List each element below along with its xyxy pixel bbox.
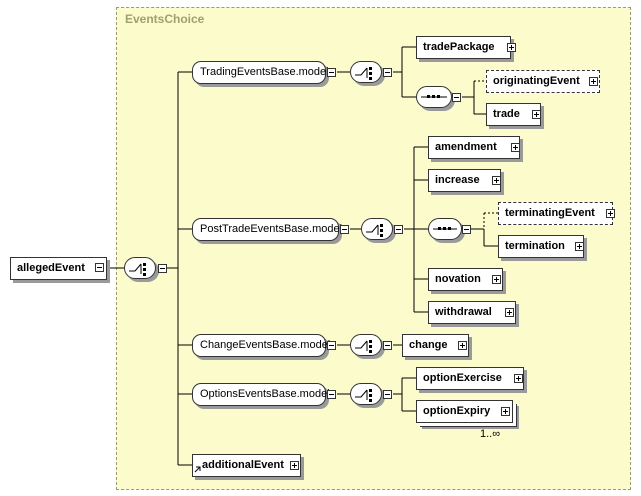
collapse-icon[interactable]	[158, 264, 167, 273]
terminating-event-element[interactable]: terminatingEvent	[498, 202, 613, 225]
alleged-event-label: allegedEvent	[17, 262, 85, 274]
element-label: trade	[493, 108, 520, 120]
element-label: change	[409, 339, 448, 351]
element-label: termination	[505, 240, 565, 252]
expand-icon[interactable]	[575, 242, 584, 251]
element-label: originatingEvent	[493, 75, 580, 87]
novation-element[interactable]: novation	[428, 268, 503, 291]
expand-icon[interactable]	[589, 77, 598, 86]
model-group-label: PostTradeEventsBase.model	[200, 223, 343, 235]
collapse-icon[interactable]	[383, 390, 392, 399]
collapse-icon[interactable]	[462, 225, 471, 234]
increase-element[interactable]: increase	[428, 169, 501, 192]
expand-icon[interactable]	[606, 209, 615, 218]
termination-element[interactable]: termination	[498, 235, 584, 258]
sequence-icon	[355, 389, 372, 402]
collapse-icon[interactable]	[383, 341, 392, 350]
collapse-icon[interactable]	[327, 68, 336, 77]
amendment-element[interactable]: amendment	[428, 136, 520, 159]
expand-icon[interactable]	[492, 176, 501, 185]
change-element[interactable]: change	[402, 334, 469, 357]
trade-package-element[interactable]: tradePackage	[416, 36, 511, 59]
option-expiry-element[interactable]: optionExpiry	[416, 400, 513, 423]
sequence-compositor[interactable]	[416, 86, 452, 108]
options-events-model-group[interactable]: OptionsEventsBase.model	[192, 383, 330, 406]
option-exercise-element[interactable]: optionExercise	[416, 367, 524, 390]
withdrawal-element[interactable]: withdrawal	[428, 301, 516, 324]
element-label: tradePackage	[423, 41, 495, 53]
originating-event-element[interactable]: originatingEvent	[486, 70, 600, 93]
group-label: EventsChoice	[125, 12, 205, 26]
sequence-compositor[interactable]	[428, 218, 462, 240]
sequence-icon	[366, 224, 383, 237]
collapse-icon[interactable]	[452, 93, 461, 102]
collapse-icon[interactable]	[394, 225, 403, 234]
sequence-compositor[interactable]	[350, 334, 382, 356]
element-label: withdrawal	[435, 306, 492, 318]
expand-icon[interactable]	[505, 308, 514, 317]
collapse-icon[interactable]	[340, 225, 349, 234]
trading-events-model-group[interactable]: TradingEventsBase.model	[192, 61, 329, 84]
element-label: additionalEvent	[202, 459, 284, 471]
reference-arrow-icon	[194, 466, 201, 473]
element-label: optionExercise	[423, 372, 502, 384]
element-label: terminatingEvent	[505, 207, 595, 219]
model-group-label: OptionsEventsBase.model	[200, 388, 330, 400]
sequence-compositor[interactable]	[361, 218, 393, 240]
alleged-event-element[interactable]: allegedEvent	[10, 257, 107, 280]
element-label: novation	[435, 273, 481, 285]
model-group-label: ChangeEventsBase.model	[200, 339, 331, 351]
collapse-icon[interactable]	[327, 390, 336, 399]
trade-element[interactable]: trade	[486, 103, 541, 126]
expand-icon[interactable]	[290, 461, 299, 470]
collapse-icon[interactable]	[95, 263, 104, 272]
collapse-icon[interactable]	[327, 341, 336, 350]
post-trade-events-model-group[interactable]: PostTradeEventsBase.model	[192, 218, 343, 241]
change-events-model-group[interactable]: ChangeEventsBase.model	[192, 334, 330, 357]
element-label: optionExpiry	[423, 405, 491, 417]
collapse-icon[interactable]	[383, 68, 392, 77]
sequence-compositor[interactable]	[350, 383, 382, 405]
expand-icon[interactable]	[532, 110, 541, 119]
sequence-dots-icon	[421, 95, 447, 98]
sequence-dots-icon	[433, 227, 457, 230]
sequence-icon	[355, 67, 372, 80]
model-group-label: TradingEventsBase.model	[200, 66, 329, 78]
expand-icon[interactable]	[507, 43, 516, 52]
expand-icon[interactable]	[501, 407, 510, 416]
element-label: amendment	[435, 141, 497, 153]
option-expiry-multiplicity: 1..∞	[480, 428, 501, 440]
expand-icon[interactable]	[514, 374, 523, 383]
expand-icon[interactable]	[492, 275, 501, 284]
element-label: increase	[435, 174, 480, 186]
expand-icon[interactable]	[511, 143, 520, 152]
choice-compositor[interactable]	[124, 257, 156, 279]
choice-icon	[129, 263, 146, 276]
additional-event-element[interactable]: additionalEvent	[192, 454, 301, 477]
sequence-compositor[interactable]	[350, 61, 382, 83]
sequence-icon	[355, 340, 372, 353]
expand-icon[interactable]	[458, 341, 467, 350]
